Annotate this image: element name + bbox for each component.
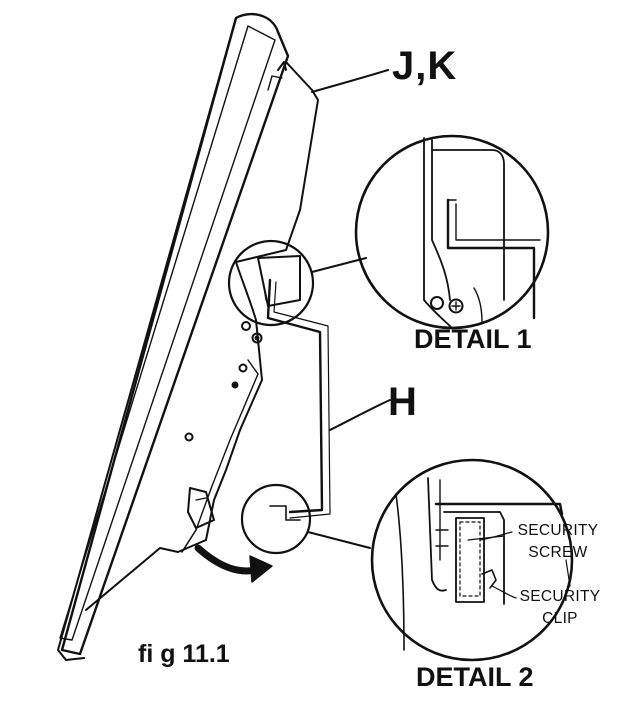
label-detail-1: DETAIL 1: [414, 324, 532, 354]
leader-jk: [311, 69, 389, 93]
callout-circle-1: [227, 239, 315, 327]
label-part-jk: J,K: [392, 44, 458, 88]
label-security-screw: SECURITY SCREW: [517, 522, 599, 561]
leader-security-clip: [491, 585, 517, 599]
label-part-h: H: [388, 380, 418, 424]
monitor-housing: [85, 61, 319, 611]
housing-screws: [184, 321, 263, 442]
leader-security-screw: [479, 531, 513, 541]
upper-clip: [257, 255, 301, 307]
leader-h: [329, 399, 391, 431]
rotation-arrow: [194, 544, 273, 583]
label-security-clip: SECURITY CLIP: [519, 588, 601, 627]
monitor-bezel: [57, 12, 290, 661]
leader-detail-2: [307, 531, 371, 549]
lower-latch: [187, 487, 215, 529]
callout-circle-2: [240, 483, 312, 555]
figure-caption: fi g 11.1: [138, 640, 230, 668]
leader-detail-1: [311, 257, 367, 273]
detail-2-view: [370, 458, 574, 662]
detail-1-view: [354, 134, 550, 330]
label-detail-2: DETAIL 2: [416, 662, 534, 692]
